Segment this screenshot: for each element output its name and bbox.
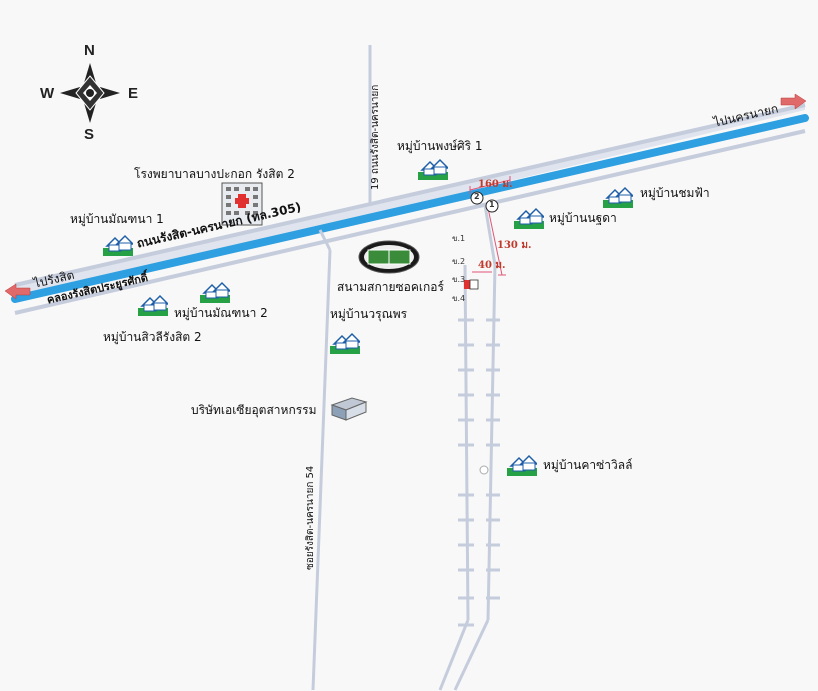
village-siwalee-label: หมู่บ้านสิวลีรังสิต 2 — [103, 330, 202, 344]
factory-label: บริษัทเอเซียอุตสาหกรรม — [191, 403, 317, 417]
village-house-icon — [507, 454, 537, 476]
hospital-icon — [221, 182, 263, 226]
compass-rose — [60, 63, 120, 123]
village-warunporn-label: หมู่บ้านวรุณพร — [330, 307, 408, 321]
road-junction — [479, 465, 489, 475]
point-markers — [464, 279, 479, 290]
marker-1-label: 1 — [489, 200, 495, 209]
distance-160-label: 160 ม. — [478, 179, 513, 190]
village-house-icon — [514, 207, 544, 229]
soi-19-label: 19 ถนนรังสิต-นครนายก — [370, 84, 381, 190]
point-4-label: ข.4 — [452, 294, 466, 303]
soi-54-label: ซอยรังสิต-นครนายก 54 — [305, 465, 316, 570]
village-manthana1-label: หมู่บ้านมัณฑนา 1 — [70, 212, 164, 226]
stadium-icon — [358, 240, 420, 274]
distance-40-label: 40 ม. — [478, 260, 506, 271]
village-nalada-label: หมู่บ้านนฐดา — [549, 211, 617, 225]
village-house-icon — [200, 281, 230, 303]
compass-south: S — [84, 126, 95, 143]
canal-line — [11, 114, 809, 303]
point-1-label: ข.1 — [452, 234, 466, 243]
to-rangsit-arrow — [4, 283, 31, 300]
to-nakhon-nayok-arrow — [780, 93, 807, 110]
village-house-icon — [103, 234, 133, 256]
compass-west: W — [40, 85, 55, 102]
compass-north: N — [84, 42, 95, 59]
point-2-label: ข.2 — [452, 257, 466, 266]
right-side-road — [438, 204, 497, 691]
village-house-icon — [418, 158, 448, 180]
road-dashes — [458, 318, 500, 627]
hospital-label: โรงพยาบาลบางปะกอก รังสิต 2 — [134, 167, 295, 181]
village-house-icon — [138, 294, 168, 316]
distance-130-label: 130 ม. — [497, 240, 532, 251]
marker-2-label: 2 — [474, 192, 480, 201]
stadium-label: สนามสกายซอคเกอร์ — [337, 280, 444, 294]
village-chomfa-label: หมู่บ้านชมฟ้า — [640, 186, 710, 200]
marker-circles — [470, 191, 499, 213]
soi-54-road — [311, 229, 332, 691]
compass-east: E — [128, 85, 139, 102]
village-pongsiri-label: หมู่บ้านพงษ์ศิริ 1 — [397, 139, 483, 153]
village-house-icon — [330, 332, 360, 354]
village-house-icon — [603, 186, 633, 208]
point-3-label: ข.3 — [452, 275, 466, 284]
village-casaville-label: หมู่บ้านคาซ่าวิลล์ — [543, 458, 633, 472]
factory-icon — [330, 397, 368, 421]
village-manthana2-label: หมู่บ้านมัณฑนา 2 — [174, 306, 268, 320]
